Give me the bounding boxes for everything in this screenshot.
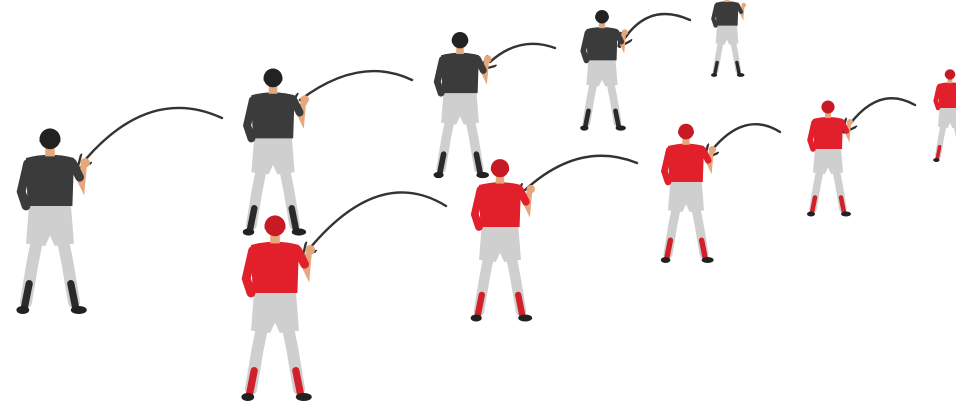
dark-team-player-3 — [434, 32, 492, 178]
dark-team-throw-arrow-1 — [625, 14, 690, 38]
dark-team-line — [16, 0, 746, 314]
red-team-line — [241, 69, 956, 401]
red-team-throw-arrow-4 — [310, 192, 446, 248]
red-team-player-4 — [471, 159, 535, 321]
dark-team-player-5 — [16, 128, 90, 314]
dark-team-player-2 — [580, 10, 628, 131]
dark-team-player-1 — [711, 0, 746, 77]
dark-team-throw-arrow-3 — [300, 71, 412, 100]
red-team-throw-arrow-3 — [525, 156, 637, 190]
drill-layer — [16, 0, 956, 401]
dark-team-player-4 — [243, 69, 309, 236]
red-team-player-2 — [807, 101, 853, 217]
dark-team-throw-arrow-4 — [85, 108, 222, 160]
red-team-throw-arrow-1 — [850, 98, 915, 124]
red-team-throw-arrow-2 — [712, 124, 780, 150]
red-team-player-1 — [933, 69, 956, 162]
red-team-player-3 — [661, 124, 716, 263]
red-team-player-5 — [241, 215, 315, 401]
dark-team-throw-arrow-2 — [490, 44, 555, 62]
